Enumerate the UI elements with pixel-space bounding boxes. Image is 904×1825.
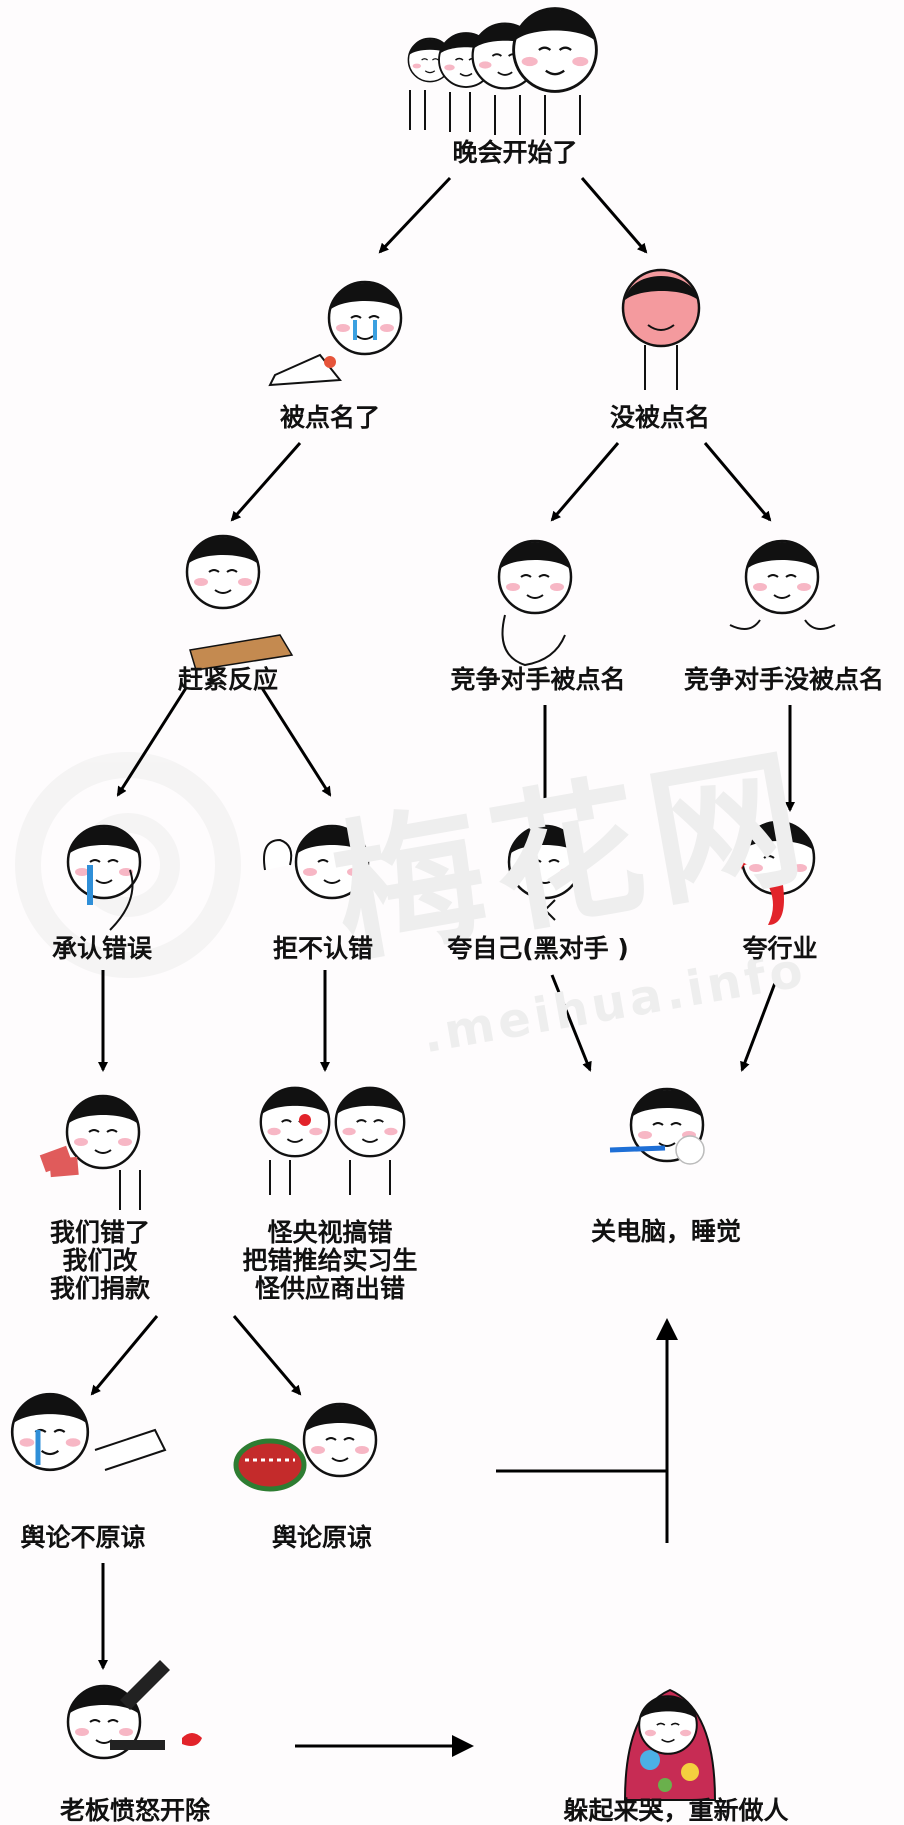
node-label-praise-self: 夸自己(黑对手 ) [447, 934, 629, 963]
money-face-icon [39, 1094, 141, 1210]
typing-face-icon [185, 534, 294, 671]
gun-face-icon [66, 1660, 202, 1760]
smug-face-icon [497, 539, 573, 667]
node-label-admit: 承认错误 [51, 934, 153, 963]
nosebleed-face-icon: ✦ [735, 820, 816, 925]
crying-crawling-face-icon [268, 280, 403, 387]
blanket-face-icon [623, 1688, 717, 1801]
blushing-face-icon [621, 268, 701, 390]
venus-flytrap-face-icon [233, 1402, 378, 1492]
shrugging-face-icon [729, 539, 836, 630]
node-label-react: 赶紧反应 [177, 665, 279, 694]
node-label-apologize: 我们错了 我们改 我们捐款 [49, 1218, 151, 1303]
node-label-forgiven: 舆论原谅 [271, 1523, 373, 1552]
node-label-blanket: 躲起来哭，重新做人 [563, 1796, 789, 1825]
node-label-called: 被点名了 [279, 403, 381, 432]
node-label-praise-industry: 夸行业 [742, 934, 818, 963]
node-label-blame: 怪央视搞错 把错推给实习生 怪供应商出错 [242, 1218, 418, 1303]
node-label-rival-not-called: 竞争对手没被点名 [683, 665, 885, 694]
scheming-face-icon [507, 824, 583, 921]
node-label-deny: 拒不认错 [272, 934, 374, 963]
four-faces-icon [407, 7, 598, 135]
flow-arrows [90, 176, 795, 1757]
two-faces-icon [259, 1086, 406, 1195]
svg-text:✦: ✦ [735, 855, 748, 874]
flexing-face-icon [263, 824, 370, 900]
node-label-not-called: 没被点名 [609, 403, 711, 432]
toothbrush-face-icon [609, 1087, 705, 1165]
weeping-face-icon [66, 824, 142, 931]
node-label-start: 晚会开始了 [452, 138, 578, 167]
node-label-fire: 老板愤怒开除 [59, 1796, 211, 1825]
sobbing-face-icon [10, 1392, 167, 1472]
node-label-not-forgiven: 舆论不原谅 [20, 1523, 146, 1552]
node-label-sleep: 关电脑，睡觉 [590, 1217, 742, 1246]
node-label-rival-called: 竞争对手被点名 [450, 665, 626, 694]
